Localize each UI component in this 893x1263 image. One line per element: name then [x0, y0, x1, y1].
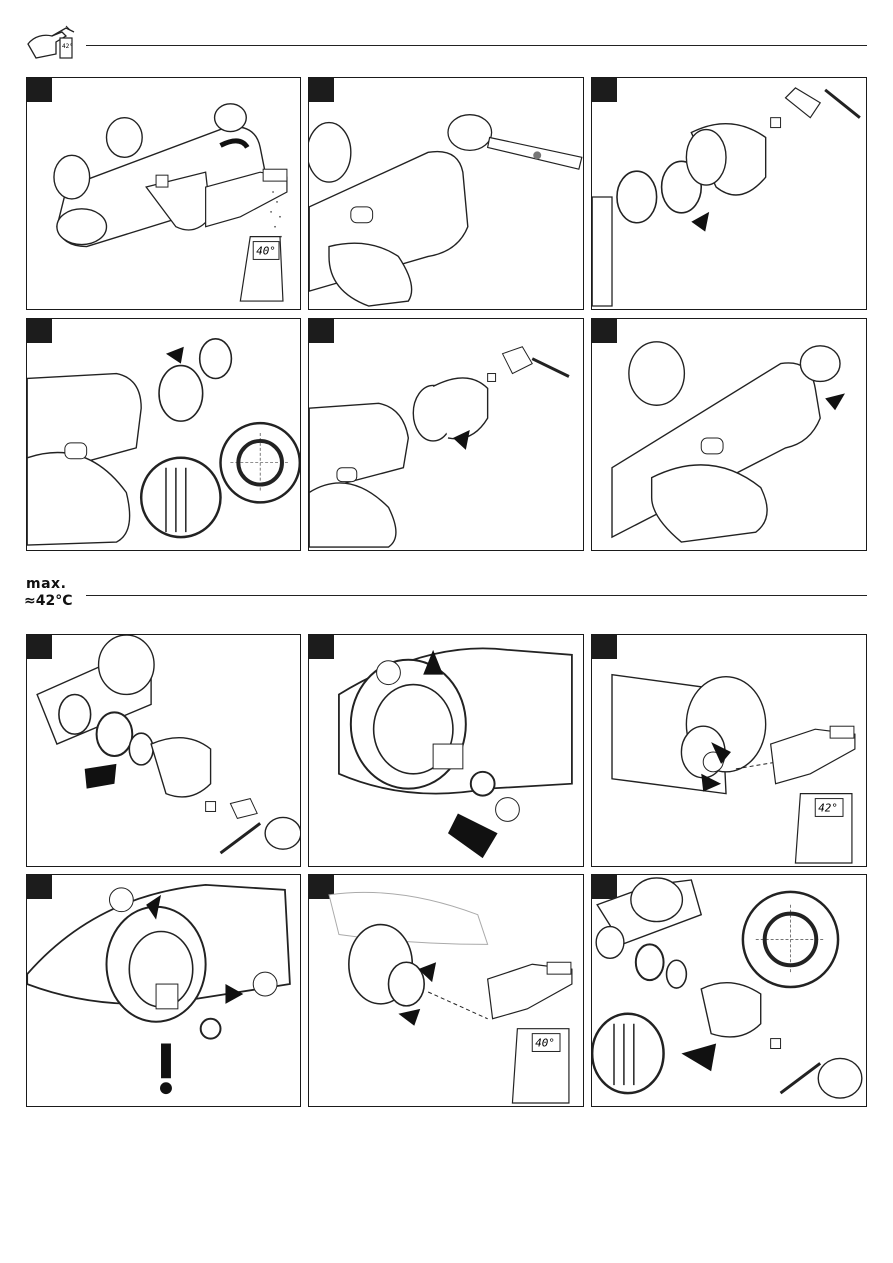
seal-inspection-illustration: [27, 319, 300, 550]
exploded-limiter-illustration: [27, 635, 300, 866]
temperature-verify-illustration: 40°: [309, 875, 583, 1106]
thermometer-display: 40°: [256, 244, 276, 257]
step-panel-3: [591, 77, 867, 310]
limiter-ring-reposition-illustration: [27, 875, 300, 1106]
step-panel-10: [26, 874, 301, 1107]
step-panel-12: [591, 874, 867, 1107]
temperature-limit-label: ≈42°C: [24, 593, 73, 609]
reassembly-illustration: [592, 875, 866, 1106]
step-panel-11: 40°: [308, 874, 584, 1107]
step-panel-2: [308, 77, 584, 310]
step-panel-1: 40°: [26, 77, 301, 310]
thermometer-display: 42°: [818, 801, 838, 814]
step-panel-4: [26, 318, 301, 551]
step-panel-6: [591, 318, 867, 551]
cap-removal-illustration: [309, 78, 583, 309]
limiter-ring-removal-illustration: [309, 635, 583, 866]
max-label: max.: [26, 576, 66, 592]
hand-thermometer-icon: 42°: [26, 24, 82, 62]
cartridge-insertion-illustration: [309, 319, 583, 550]
temperature-adjust-illustration: 42°: [592, 635, 866, 866]
header-rule: [86, 45, 867, 46]
svg-text:42°: 42°: [62, 43, 73, 50]
exploded-cartridge-illustration: [592, 78, 866, 309]
thermostat-mixer-illustration: 40°: [27, 78, 300, 309]
thermometer-display: 40°: [535, 1037, 555, 1050]
step-panel-7: [26, 634, 301, 867]
step-panel-8: [308, 634, 584, 867]
step-panel-5: [308, 318, 584, 551]
step-panel-9: 42°: [591, 634, 867, 867]
cap-reinstall-illustration: [592, 319, 866, 550]
section-two-rule: [86, 595, 867, 596]
